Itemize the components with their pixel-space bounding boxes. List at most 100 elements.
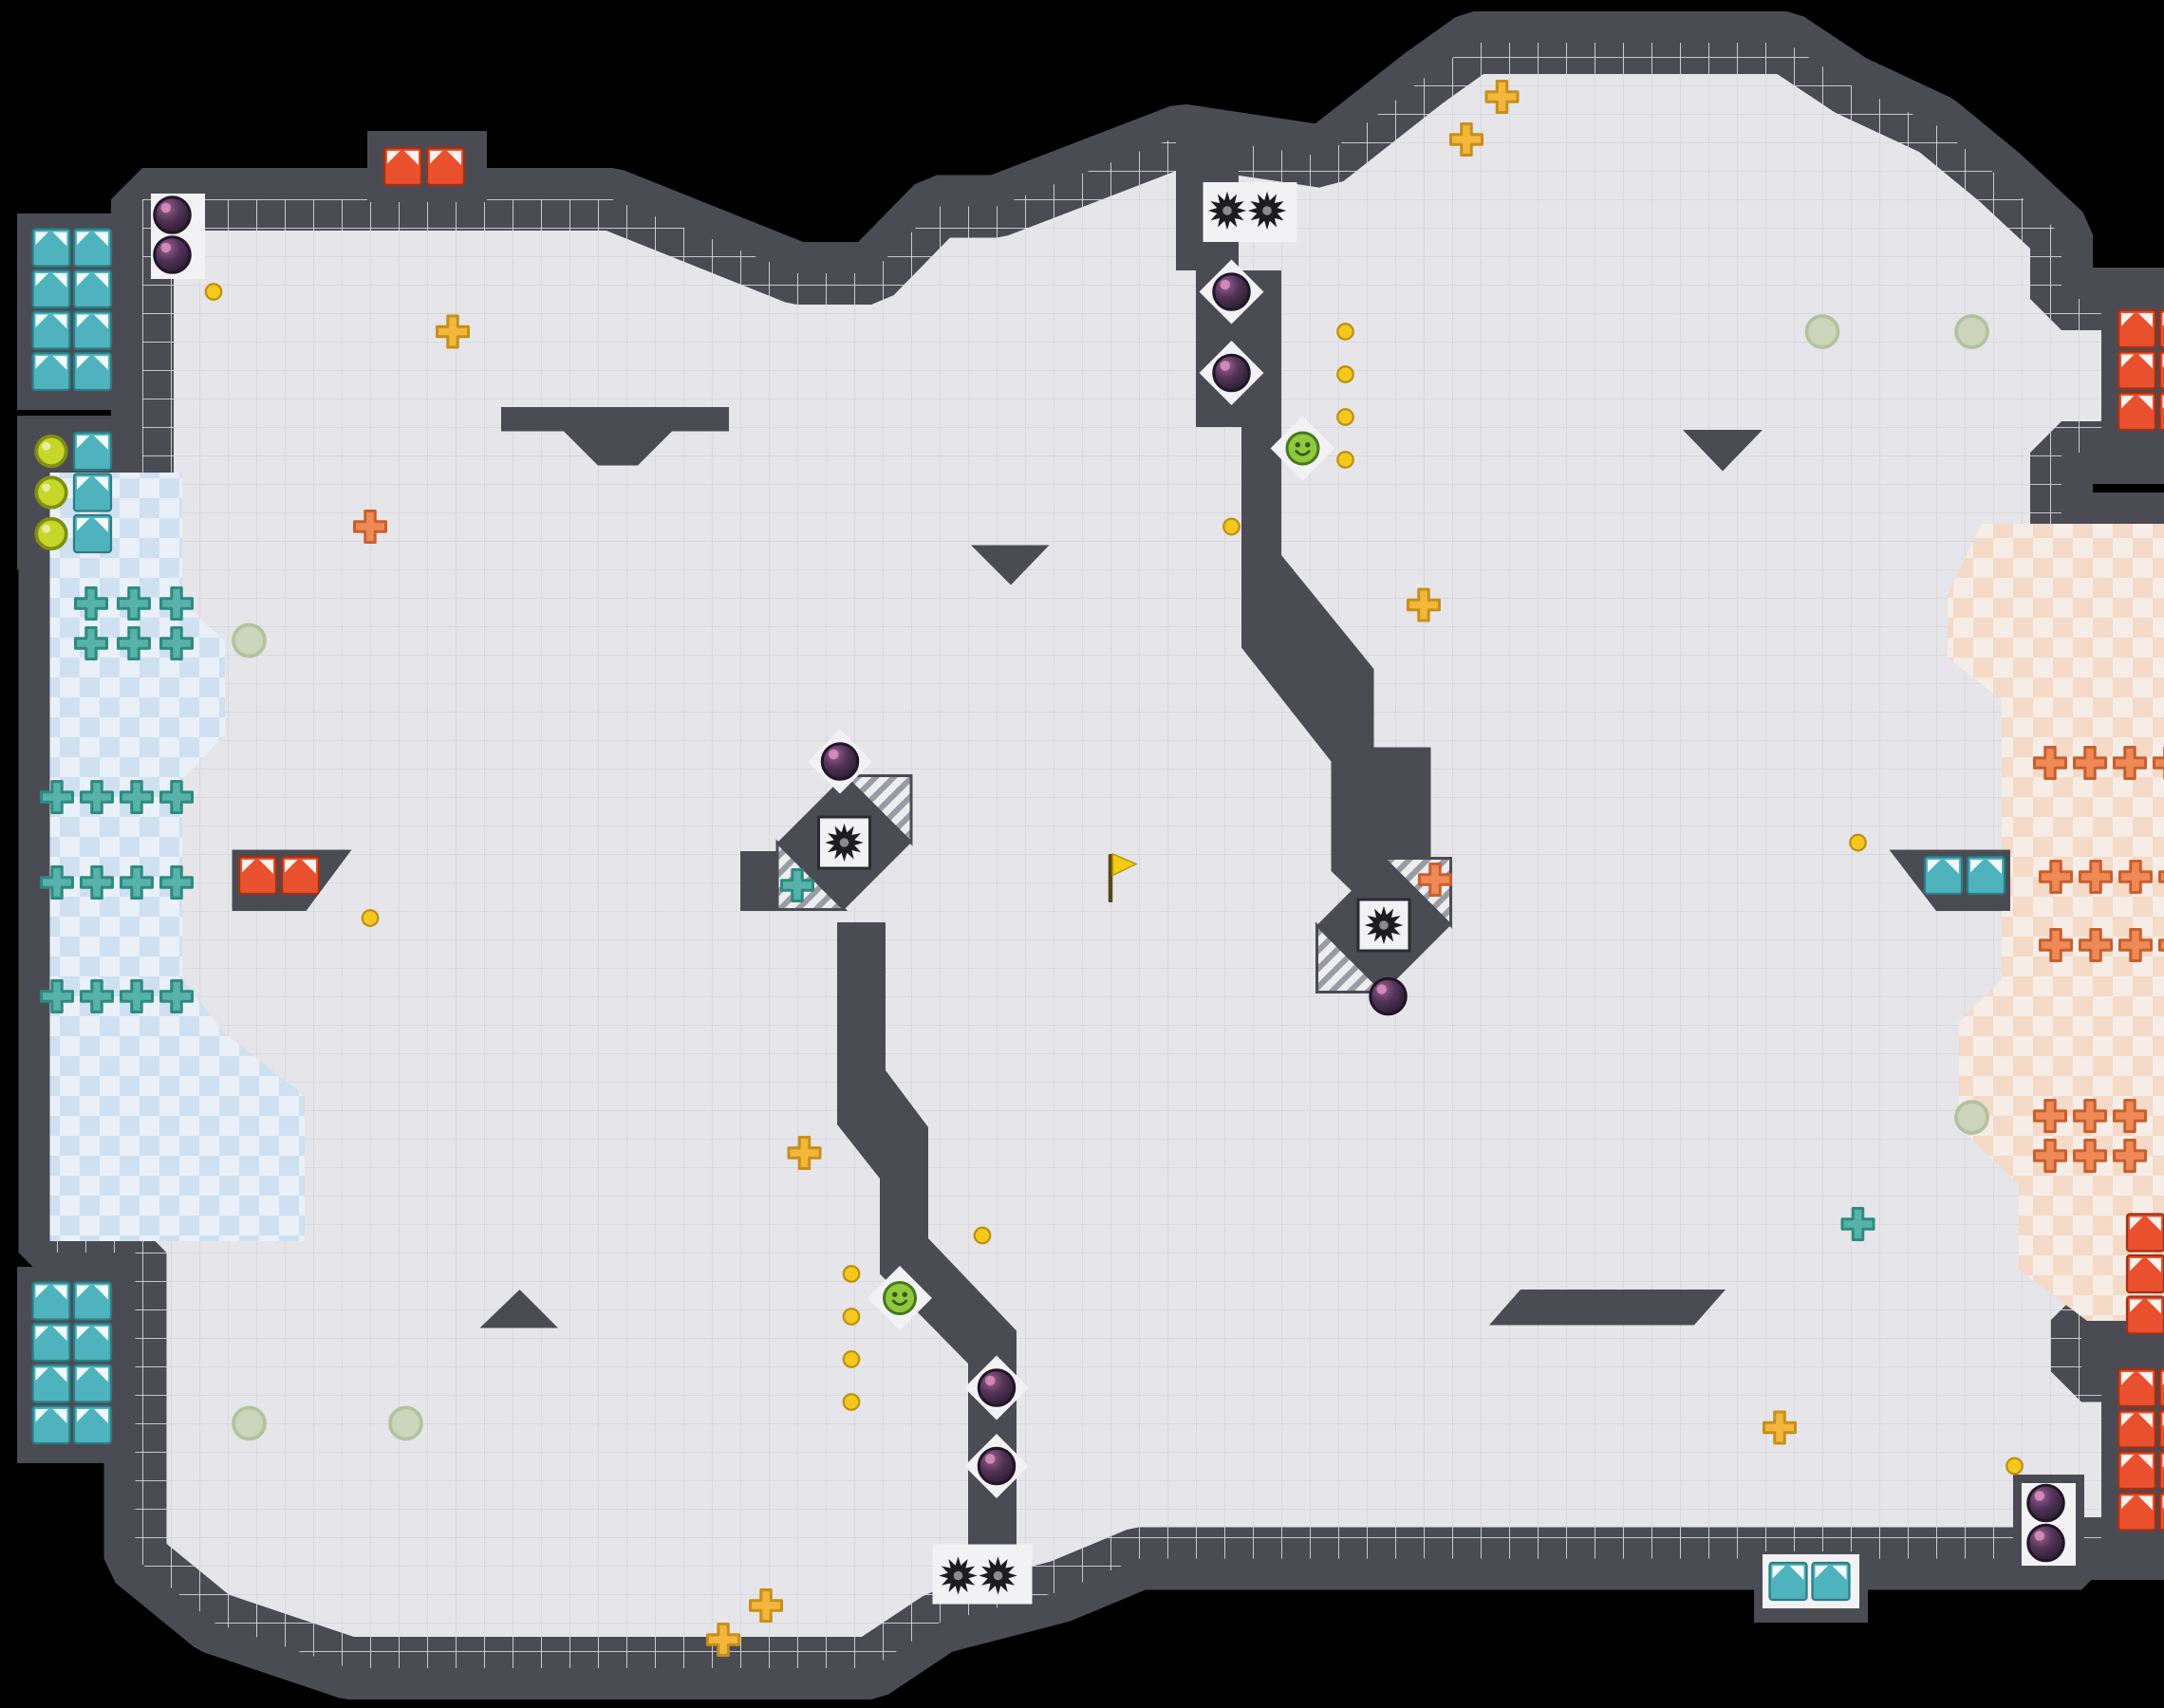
gold-dot (2005, 1457, 2024, 1476)
powerup-orb (34, 475, 68, 510)
team-tile-red (2158, 391, 2164, 432)
boost-pad-yellow (1407, 587, 1441, 622)
team-tile-red (2117, 1450, 2157, 1491)
bomb (1212, 353, 1251, 393)
endzone-boost-red (2113, 746, 2147, 780)
boost-pads (40, 80, 2164, 1657)
endzone-boost-red (2073, 1139, 2107, 1173)
bomb (153, 235, 192, 274)
endzone-boost-red (2033, 746, 2067, 780)
gold-dot (842, 1393, 861, 1411)
neutral-spawn-pad (1954, 1100, 1989, 1135)
arena-floor (18, 11, 2164, 1699)
bomb (153, 195, 192, 234)
gold-dot (1336, 323, 1354, 341)
bomb (820, 742, 860, 781)
endzone-boost-blue (74, 626, 108, 660)
gold-dot (842, 1265, 861, 1283)
endzone-boost-blue (159, 865, 194, 900)
bomb (2026, 1483, 2065, 1523)
team-tile-blue (72, 228, 113, 268)
gold-dot (1336, 408, 1354, 426)
endzone-boost-blue (40, 979, 74, 1013)
team-tile-blue (1768, 1561, 1808, 1602)
endzone-boost-red (2033, 1139, 2067, 1173)
neutral-spawn-pad (232, 1405, 267, 1441)
team-tile-red (2158, 1492, 2164, 1532)
endzone-boost-red (2073, 746, 2107, 780)
endzone-boost-red (2153, 746, 2164, 780)
endzone-boost-red (2079, 928, 2113, 962)
gold-dot (1336, 365, 1354, 383)
team-tile-red (2117, 391, 2157, 432)
boost-pad-yellow (749, 1588, 783, 1623)
team-tile-blue (31, 269, 71, 309)
team-tile-red (2158, 308, 2164, 349)
bombs (153, 195, 2065, 1563)
team-tile-blocks (31, 146, 2164, 1602)
gold-dot (973, 1226, 992, 1245)
team-tile-red (2117, 350, 2157, 390)
gold-dot (361, 909, 380, 927)
wall-triangle-top-right (1683, 430, 1763, 472)
team-tile-red (425, 146, 466, 187)
team-tile-red (280, 855, 321, 896)
blue-endzone (49, 473, 305, 1241)
neutral-pads (232, 314, 1989, 1441)
team-tile-blue (1811, 1561, 1851, 1602)
spike-ball (1207, 191, 1247, 231)
team-tile-blue (31, 310, 71, 350)
spike-ball (979, 1556, 1017, 1595)
team-tile-red (2117, 1409, 2157, 1449)
endzone-boost-blue (80, 865, 114, 900)
team-tile-blue (31, 1281, 71, 1321)
team-tile-red (2125, 1295, 2164, 1335)
spike-ball (825, 823, 864, 863)
endzone-boost-red (2033, 1099, 2067, 1133)
endzone-boost-blue (117, 626, 151, 660)
spikes (825, 191, 1404, 1595)
powerup-green (883, 1281, 917, 1315)
spike-ball (1247, 191, 1287, 231)
powerup-orb (34, 434, 68, 469)
center-flag (1108, 852, 1138, 902)
endzone-boost-red (2158, 870, 2164, 883)
endzone-boost-red (2118, 860, 2153, 894)
team-tile-red (237, 855, 278, 896)
team-tile-red (2158, 1409, 2164, 1449)
gold-dot (842, 1308, 861, 1326)
endzone-boost-blue (159, 586, 194, 621)
endzone-boost-blue (159, 626, 194, 660)
hazard-stripe-wing (1315, 921, 1388, 993)
team-tile-blue (72, 310, 113, 350)
team-tile-red (2125, 1213, 2164, 1253)
spike-ball (939, 1556, 978, 1595)
team-tile-red (2158, 1367, 2164, 1408)
boost-pad-yellow (1449, 122, 1483, 157)
team-tile-blue (72, 351, 113, 392)
boost-pad-yellow (787, 1136, 822, 1170)
bomb (1212, 272, 1251, 311)
endzone-boost-red (2113, 1139, 2147, 1173)
team-tile-red (382, 146, 423, 187)
endzone-boost-blue (40, 865, 74, 900)
endzone-boost-blue (40, 780, 74, 814)
powerup-orb (34, 516, 68, 551)
team-tile-blue (72, 1281, 113, 1321)
boost-pad-yellow (436, 314, 470, 349)
endzone-boost-blue (120, 865, 154, 900)
hazard-stripe-wing (840, 774, 913, 846)
yellow-flag (1111, 852, 1138, 877)
boost-pad-blue-team (780, 868, 814, 902)
endzone-boost-blue (117, 586, 151, 621)
boost-pad-yellow (706, 1623, 740, 1657)
team-tile-blue (31, 1404, 71, 1445)
bomb (977, 1368, 1017, 1407)
team-tile-blue (1923, 855, 1964, 896)
green-powerups (883, 431, 1320, 1315)
gold-dot (1336, 451, 1354, 469)
team-tile-blue (31, 228, 71, 268)
endzone-boost-red (2118, 928, 2153, 962)
